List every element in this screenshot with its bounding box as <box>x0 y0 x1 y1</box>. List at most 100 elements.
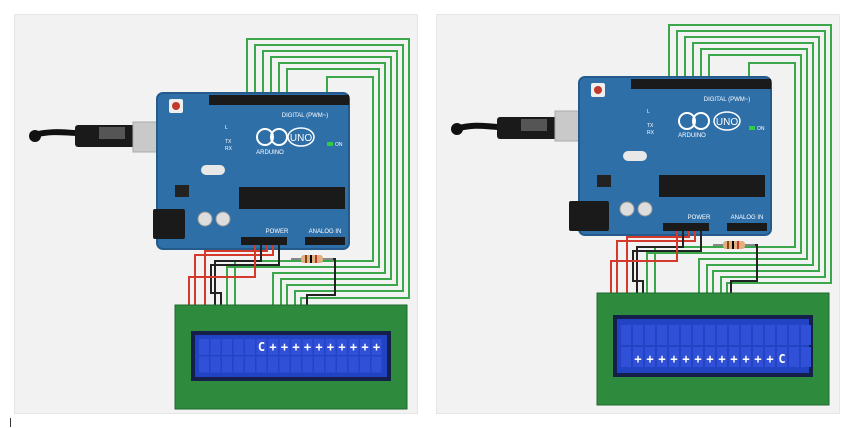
lcd-cell <box>302 356 313 373</box>
lcd-char: + <box>754 352 761 366</box>
lcd-cell <box>657 347 667 367</box>
lcd-char: + <box>350 340 357 354</box>
lcd-cell <box>325 339 336 355</box>
green-wires <box>226 38 410 308</box>
lcd-char: C <box>258 340 265 354</box>
lcd-cell <box>657 325 667 345</box>
board-brand-label: ARDUINO <box>678 133 706 139</box>
lcd-module: ++++++++++++C <box>596 292 830 406</box>
lcd-char: + <box>706 352 713 366</box>
usb-cable <box>451 110 596 142</box>
lcd-cell <box>801 347 811 367</box>
digital-label: DIGITAL (PWM~) <box>282 113 329 119</box>
lcd-cell <box>717 325 727 345</box>
lcd-cell <box>621 325 631 345</box>
lcd-char: + <box>304 340 311 354</box>
circuit-panel-left: UNO ARDUINO DIGITAL (PWM~) POWER ANALOG … <box>14 14 418 414</box>
tx-label: TX <box>225 139 232 145</box>
lcd-cell <box>360 356 370 373</box>
board-brand-label: ARDUINO <box>256 150 284 156</box>
lcd-cell <box>337 339 347 355</box>
board-model-label: UNO <box>290 133 312 144</box>
lcd-cell <box>777 347 787 367</box>
lcd-cell <box>371 356 382 373</box>
lcd-cell <box>314 339 324 355</box>
lcd-cell <box>765 347 775 367</box>
lcd-char: + <box>281 340 288 354</box>
l-label: L <box>225 125 228 131</box>
lcd-cell <box>693 325 703 345</box>
power-wires <box>610 231 702 295</box>
lcd-char: + <box>634 352 641 366</box>
l-label: L <box>647 109 650 115</box>
lcd-cell <box>645 325 655 345</box>
board-model-label: UNO <box>716 117 738 128</box>
lcd-cell <box>681 325 691 345</box>
lcd-cell <box>693 347 703 367</box>
lcd-cell <box>222 356 232 373</box>
lcd-cell <box>348 339 359 355</box>
power-wires <box>188 245 280 308</box>
lcd-cell <box>621 347 631 367</box>
lcd-char: + <box>682 352 689 366</box>
rx-label: RX <box>647 130 655 136</box>
on-label: ON <box>757 126 765 132</box>
tx-label: TX <box>647 123 654 129</box>
lcd-cell <box>245 339 255 355</box>
lcd-char: + <box>730 352 737 366</box>
lcd-cell <box>669 347 679 367</box>
lcd-cell <box>669 325 679 345</box>
lcd-cell <box>753 347 763 367</box>
lcd-cell <box>729 347 739 367</box>
power-label: POWER <box>688 215 711 221</box>
lcd-char: + <box>670 352 677 366</box>
lcd-cell <box>741 347 751 367</box>
lcd-cell <box>777 325 787 345</box>
arduino-board: UNO ARDUINO DIGITAL (PWM~) POWER ANALOG … <box>153 92 350 250</box>
lcd-char: + <box>766 352 773 366</box>
lcd-cell <box>337 356 347 373</box>
lcd-cells: C++++++++++ <box>199 339 382 373</box>
arduino-board: UNO ARDUINO DIGITAL (PWM~) POWER ANALOG … <box>569 76 772 236</box>
digital-label: DIGITAL (PWM~) <box>704 97 751 103</box>
lcd-cell <box>325 356 336 373</box>
lcd-char: + <box>292 340 299 354</box>
lcd-char: C <box>778 352 785 366</box>
lcd-cell <box>256 339 267 355</box>
lcd-cell <box>717 347 727 367</box>
text-cursor <box>10 418 11 427</box>
lcd-cells: ++++++++++++C <box>621 325 811 367</box>
lcd-char: + <box>694 352 701 366</box>
lcd-cell <box>705 347 715 367</box>
circuit-canvas-right: UNO ARDUINO DIGITAL (PWM~) POWER ANALOG … <box>451 24 832 406</box>
circuit-panel-right: UNO ARDUINO DIGITAL (PWM~) POWER ANALOG … <box>436 14 840 414</box>
lcd-char: + <box>269 340 276 354</box>
lcd-cell <box>633 347 643 367</box>
lcd-cell <box>256 356 267 373</box>
lcd-cell <box>789 325 799 345</box>
usb-cable <box>29 121 174 153</box>
lcd-char: + <box>718 352 725 366</box>
lcd-module: C++++++++++ <box>174 304 408 410</box>
lcd-char: + <box>315 340 322 354</box>
lcd-cell <box>753 325 763 345</box>
lcd-cell <box>268 339 278 355</box>
lcd-cell <box>789 347 799 367</box>
lcd-cell <box>705 325 715 345</box>
lcd-cell <box>681 347 691 367</box>
lcd-cell <box>279 356 290 373</box>
lcd-cell <box>741 325 751 345</box>
lcd-cell <box>199 339 209 355</box>
lcd-cell <box>371 339 382 355</box>
lcd-cell <box>210 356 221 373</box>
lcd-cell <box>199 356 209 373</box>
lcd-cell <box>360 339 370 355</box>
lcd-cell <box>765 325 775 345</box>
lcd-cell <box>348 356 359 373</box>
lcd-cell <box>633 325 643 345</box>
lcd-cell <box>645 347 655 367</box>
rx-label: RX <box>225 146 233 152</box>
resistor <box>291 255 336 308</box>
analog-label: ANALOG IN <box>731 215 764 221</box>
lcd-cell <box>729 325 739 345</box>
